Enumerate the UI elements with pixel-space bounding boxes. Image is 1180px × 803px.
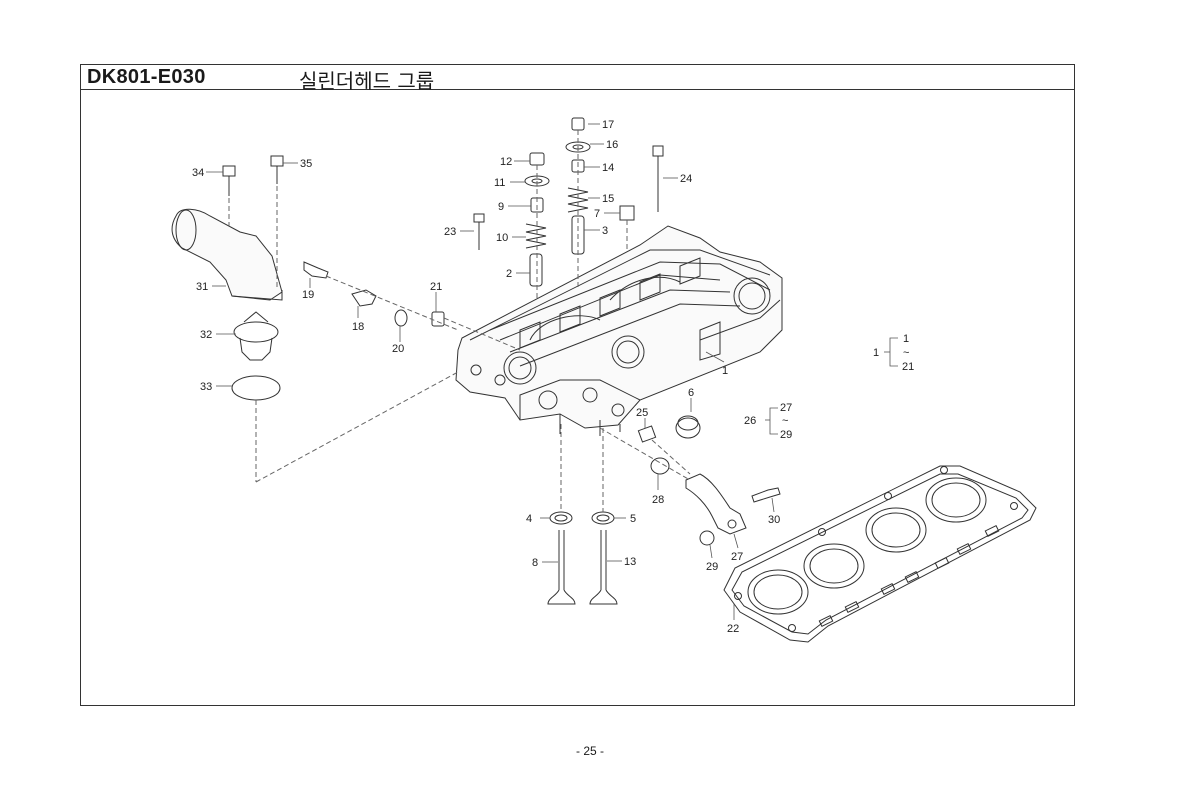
assembly-dash-lines: [228, 130, 691, 512]
range-1-to: 21: [902, 361, 914, 373]
callout-10: 10: [496, 232, 508, 244]
callout-34: 34: [192, 167, 204, 179]
callout-5: 5: [630, 513, 636, 525]
callout-8: 8: [532, 557, 538, 569]
callout-3: 3: [602, 225, 608, 237]
thermostat-parts: [171, 155, 284, 401]
leader-lines: [206, 123, 898, 620]
range-1-from: 1: [903, 333, 909, 345]
callout-2: 2: [506, 268, 512, 280]
callout-18: 18: [352, 321, 364, 333]
callout-16: 16: [606, 139, 618, 151]
callout-9: 9: [498, 201, 504, 213]
head-gasket-drawing: [723, 465, 1037, 643]
callout-31: 31: [196, 281, 208, 293]
callout-25: 25: [636, 407, 648, 419]
callout-29: 29: [706, 561, 718, 573]
callout-4: 4: [526, 513, 532, 525]
callout-27: 27: [731, 551, 743, 563]
callout-19: 19: [302, 289, 314, 301]
range-2-tilde: ~: [782, 415, 788, 427]
callout-14: 14: [602, 162, 614, 174]
callout-30: 30: [768, 514, 780, 526]
callout-labels: 17 16 14 15 3 12 11 9 10 2 7 23 24 34 35…: [192, 119, 914, 635]
header-bar: DK801-E030 실린더헤드 그룹: [81, 65, 1074, 93]
callout-12: 12: [500, 156, 512, 168]
range-1-main: 1: [873, 347, 879, 359]
group-title: 실린더헤드 그룹: [299, 69, 435, 93]
callout-22: 22: [727, 623, 739, 635]
cylinder-head-drawing: [455, 225, 783, 436]
range-1-tilde: ~: [903, 347, 909, 359]
page-number: - 25 -: [575, 744, 604, 758]
callout-1: 1: [722, 365, 728, 377]
callout-13: 13: [624, 556, 636, 568]
callout-32: 32: [200, 329, 212, 341]
range-2-to: 29: [780, 429, 792, 441]
callout-23: 23: [444, 226, 456, 238]
range-2-from: 27: [780, 402, 792, 414]
callout-7: 7: [594, 208, 600, 220]
callout-15: 15: [602, 193, 614, 205]
callout-35: 35: [300, 158, 312, 170]
range-2-main: 26: [744, 415, 756, 427]
callout-28: 28: [652, 494, 664, 506]
callout-20: 20: [392, 343, 404, 355]
callout-11: 11: [494, 177, 505, 189]
group-code: DK801-E030: [87, 66, 206, 88]
callout-24: 24: [680, 173, 692, 185]
callout-33: 33: [200, 381, 212, 393]
diagram-frame: DK801-E030 실린더헤드 그룹: [80, 64, 1075, 706]
callout-17: 17: [602, 119, 614, 131]
callout-6: 6: [688, 387, 694, 399]
callout-21: 21: [430, 281, 442, 293]
